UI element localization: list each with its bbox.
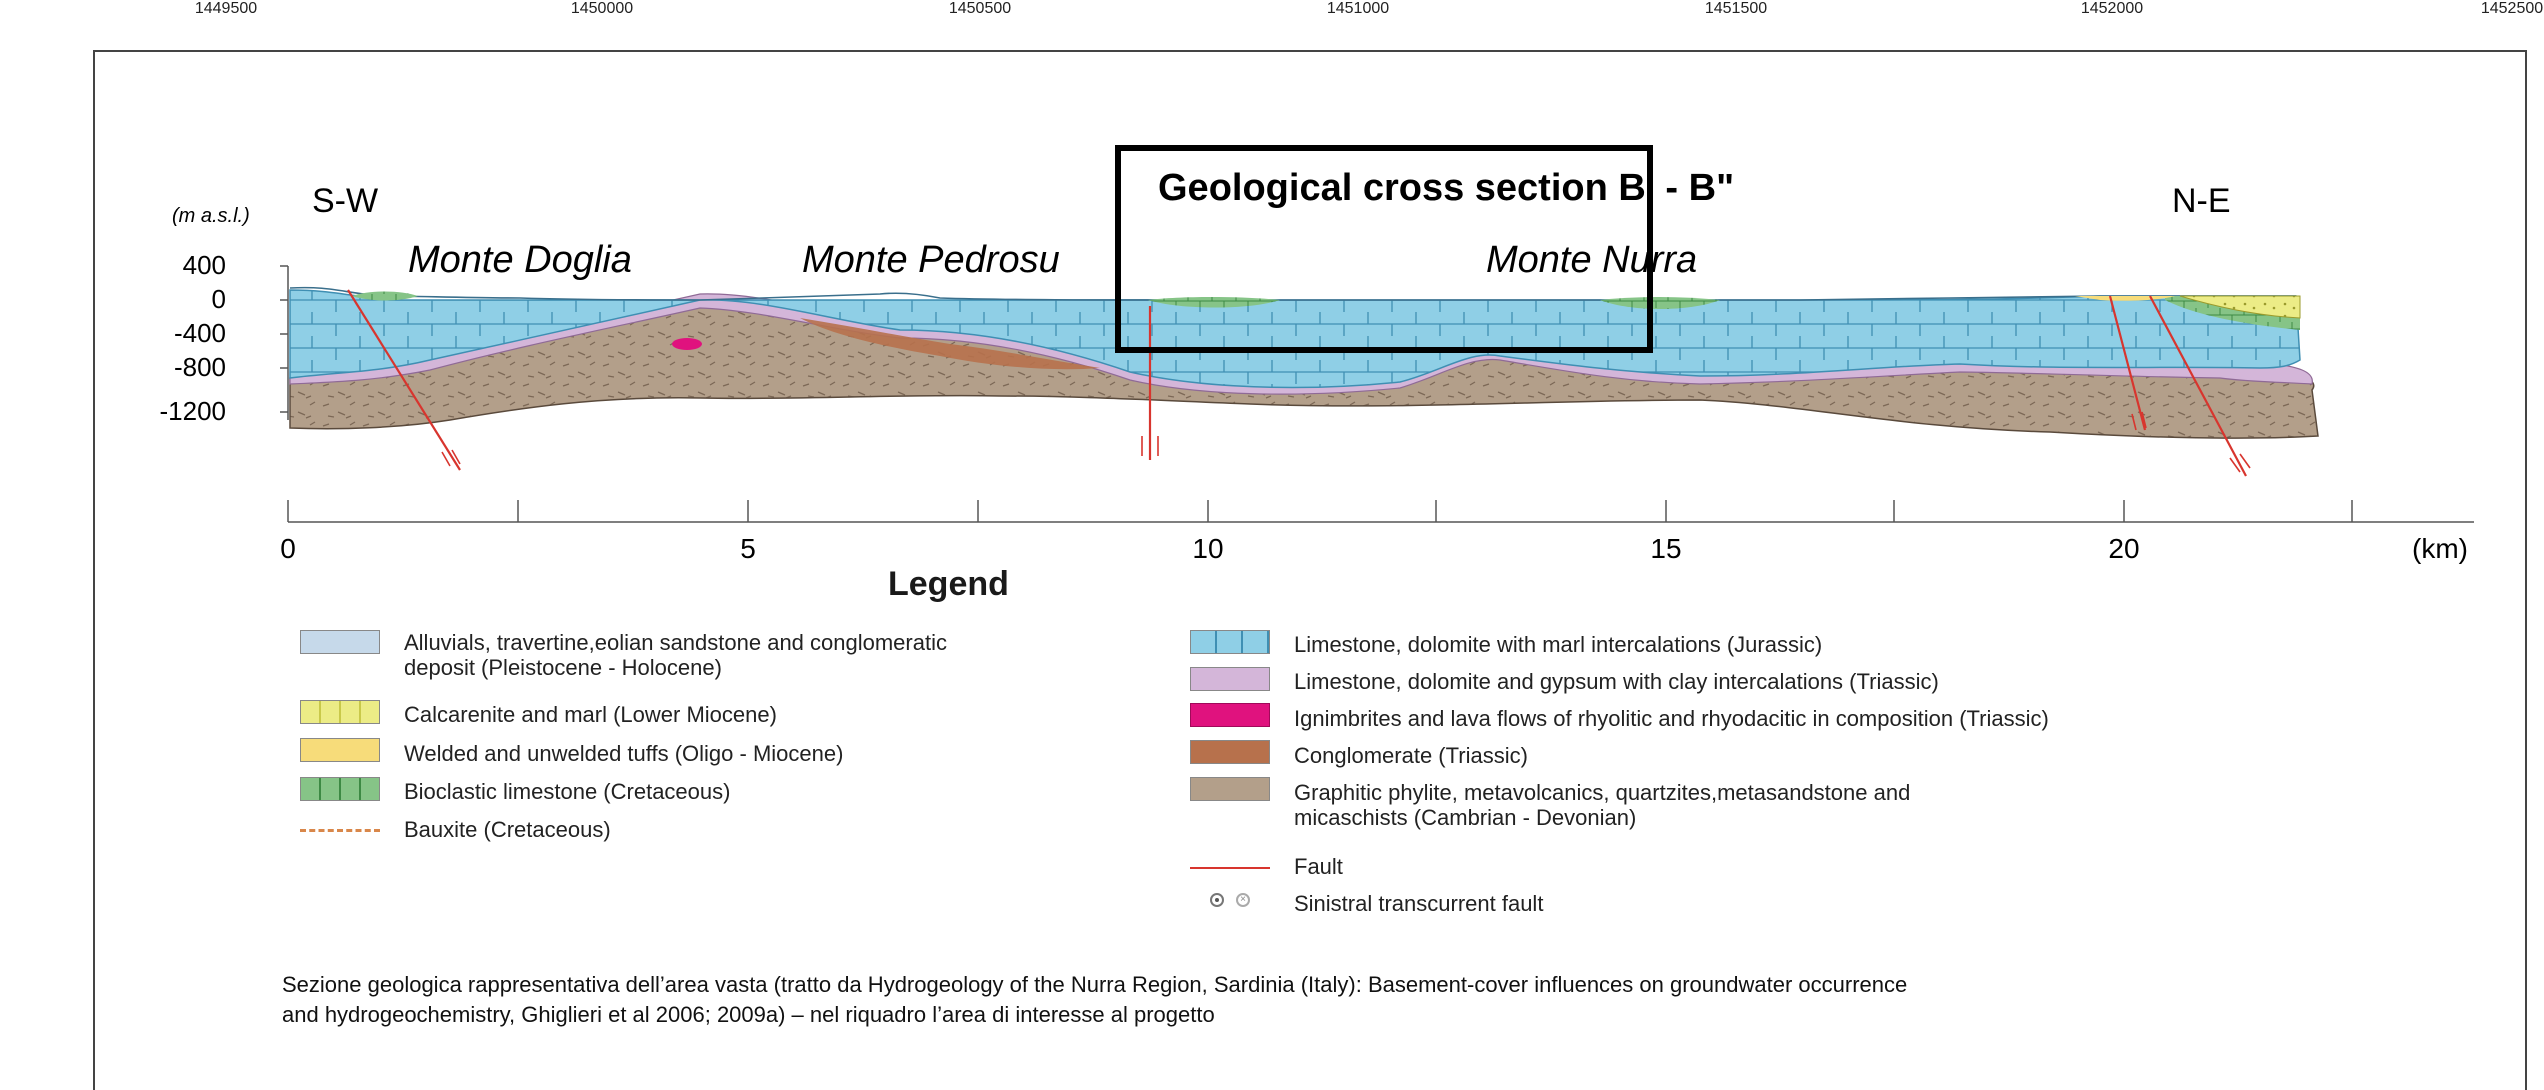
x-axis [287, 500, 2474, 523]
top-coordinate-label: 1451500 [1704, 0, 1768, 17]
calcarenite-body [2179, 295, 2301, 319]
figure-frame [93, 50, 2527, 1090]
legend-swatch [1190, 777, 1270, 801]
legend-label: Conglomerate (Triassic) [1294, 743, 1528, 768]
x-axis-unit: (km) [2412, 533, 2468, 564]
legend-swatch [1190, 703, 1270, 727]
legend-label: Graphitic phylite, metavolcanics, quartz… [1294, 780, 1911, 805]
jurassic-limestone-layer [289, 289, 2301, 389]
legend-label: Welded and unwelded tuffs (Oligo - Mioce… [404, 741, 844, 766]
fault-lines [347, 289, 2247, 477]
top-coordinate-label: 1451000 [1326, 0, 1390, 17]
legend-swatch [300, 829, 380, 832]
fault-arrows [441, 411, 2251, 473]
bioclastic-limestone-body [1148, 297, 1280, 308]
legend-label: Alluvials, travertine,eolian sandstone a… [404, 630, 947, 655]
y-axis [280, 265, 289, 420]
peak-label: Monte Doglia [408, 239, 632, 281]
figure-caption: Sezione geologica rappresentativa dell’a… [282, 970, 2342, 1030]
legend-label: Bioclastic limestone (Cretaceous) [404, 779, 731, 804]
legend-label: micaschists (Cambrian - Devonian) [1294, 805, 1637, 830]
y-tick-label: 400 [183, 250, 226, 280]
top-coordinate-label: 1452000 [2080, 0, 2144, 17]
bioclastic-limestone-body [352, 291, 418, 301]
legend-title: Legend [888, 565, 1009, 603]
legend-label: Sinistral transcurrent fault [1294, 891, 1544, 916]
x-tick-label: 20 [2108, 533, 2139, 564]
section-title: Geological cross section B' - B" [1158, 167, 1734, 209]
x-tick-label: 0 [280, 533, 296, 564]
y-tick-label: -1200 [160, 396, 227, 426]
legend-label: Fault [1294, 854, 1343, 879]
legend-swatch [1190, 867, 1270, 869]
legend-swatch [300, 738, 380, 762]
caption-line: and hydrogeochemistry, Ghiglieri et al 2… [282, 1002, 1215, 1027]
legend-label: Ignimbrites and lava flows of rhyolitic … [1294, 706, 2049, 731]
legend-label: deposit (Pleistocene - Holocene) [404, 655, 722, 680]
top-coordinate-label: 1449500 [194, 0, 258, 17]
caption-line: Sezione geologica rappresentativa dell’a… [282, 972, 1908, 997]
y-axis-unit: (m a.s.l.) [172, 205, 250, 227]
dot-circle-icon [1210, 893, 1224, 907]
y-tick-label: -800 [174, 352, 226, 382]
section-left-end: S-W [312, 182, 378, 220]
x-tick-label: 5 [740, 533, 756, 564]
legend-label: Limestone, dolomite and gypsum with clay… [1294, 669, 1939, 694]
bioclastic-limestone-body [1600, 297, 1720, 309]
legend-label: Bauxite (Cretaceous) [404, 817, 611, 842]
x-tick-label: 15 [1650, 533, 1681, 564]
top-coordinate-label: 1452500 [2480, 0, 2544, 17]
top-coordinate-scale: 1449500 1450000 1450500 1451000 1451500 … [0, 0, 2544, 20]
legend-label: Limestone, dolomite with marl intercalat… [1294, 632, 1823, 657]
y-tick-label: -400 [174, 318, 226, 348]
ignimbrite-body [672, 338, 702, 350]
legend-swatch [300, 777, 380, 801]
study-area-box [1115, 145, 1653, 353]
legend-swatch [1190, 667, 1270, 691]
cross-circle-icon: × [1236, 893, 1250, 907]
legend-swatch [300, 700, 380, 724]
legend-swatch [1190, 630, 1270, 654]
x-tick-label: 10 [1192, 533, 1223, 564]
y-tick-label: 0 [212, 284, 226, 314]
topographic-surface [289, 286, 2296, 301]
top-coordinate-label: 1450500 [948, 0, 1012, 17]
legend-swatch [1190, 740, 1270, 764]
legend-swatch [300, 630, 380, 654]
top-coordinate-label: 1450000 [570, 0, 634, 17]
peak-label: Monte Pedrosu [802, 239, 1060, 281]
section-right-end: N-E [2172, 182, 2231, 220]
peak-label: Monte Nurra [1486, 239, 1697, 281]
conglomerate-lens [800, 318, 1100, 370]
legend-label: Calcarenite and marl (Lower Miocene) [404, 702, 777, 727]
